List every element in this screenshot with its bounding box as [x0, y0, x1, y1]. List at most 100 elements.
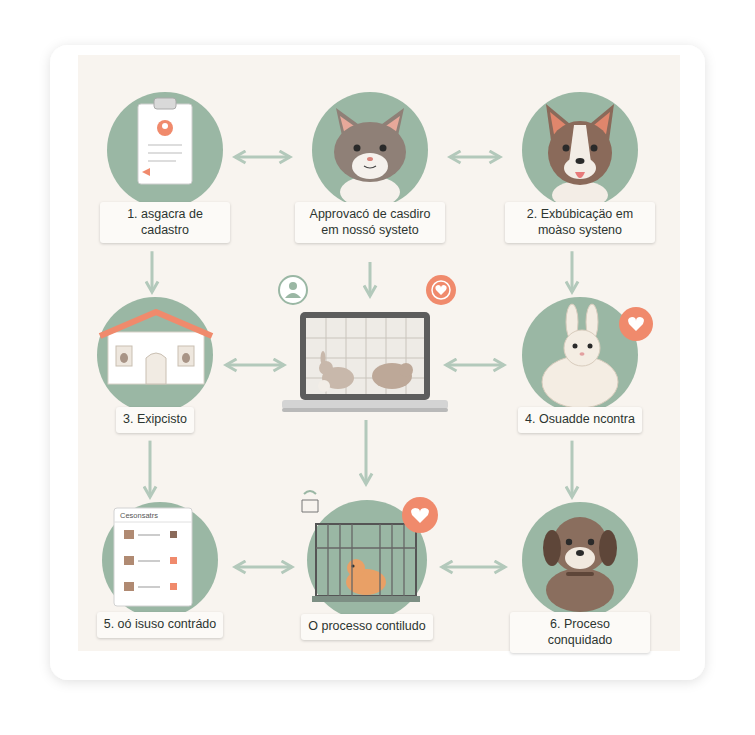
- dog-figure-part: [563, 145, 570, 152]
- step-label: 2. Exbúbicaçäo em moàso systeno: [512, 207, 648, 238]
- label-box: 3. Exipcisto: [116, 407, 194, 433]
- dog-figure-part: [576, 158, 585, 164]
- badges-part: [285, 293, 301, 298]
- dog-figure-part: [564, 157, 596, 179]
- rabbit-figure-part: [573, 344, 578, 349]
- laptop-figure-part: [306, 318, 424, 394]
- house-figure-part: [100, 312, 212, 336]
- card-part: [50, 45, 705, 680]
- step-label: 5. oó isuso contrádo: [104, 617, 217, 633]
- step-node: 6. Proceso conquidado: [510, 502, 650, 653]
- step-label: O processo contiludo: [308, 619, 425, 635]
- rabbit-figure-part: [564, 330, 600, 366]
- laptop-arrows-part: [365, 420, 368, 484]
- laptop-figure-part-part: [366, 318, 367, 394]
- document-figure-part: [170, 583, 177, 590]
- cage-figure-part-part: [327, 524, 328, 596]
- laptop-arrows-part: [226, 364, 284, 367]
- dog-figure-part: [548, 121, 612, 185]
- puppy-figure-part: [566, 539, 572, 545]
- flow-arrow: [571, 251, 574, 292]
- house-figure-part: [116, 346, 132, 366]
- step-node: 5. oó isuso contrádo: [90, 502, 230, 638]
- step-label: 4. Osuadde ncontra: [525, 412, 635, 428]
- dog-figure-part: [591, 145, 598, 152]
- step-node-part: [580, 92, 581, 202]
- flow-arrow: [450, 156, 500, 159]
- laptop-figure-part: [399, 363, 413, 377]
- document-figure-part: [170, 531, 177, 538]
- badges-part: [435, 285, 446, 295]
- laptop-figure-part: [318, 380, 330, 392]
- badges-part: [432, 281, 450, 299]
- label-box: 2. Exbúbicaçäo em moàso systeno: [505, 202, 655, 243]
- label-box: 1. asgacra de cadastro: [100, 202, 230, 243]
- clipboard-icon-part: [162, 123, 168, 129]
- rabbit-figure: [542, 304, 618, 408]
- flow-arrow: [235, 156, 290, 159]
- dog-figure-part: [575, 172, 585, 178]
- circles-part: [522, 92, 638, 208]
- circles-part: [522, 502, 638, 618]
- puppy-figure-part: [566, 572, 594, 576]
- step-label: 6. Proceso conquidado: [517, 617, 643, 648]
- document-figure-part: [124, 582, 134, 591]
- cage-figure-part-part: [379, 524, 380, 596]
- puppy-figure-part: [588, 539, 594, 545]
- step-node: 4. Osuadde ncontra: [510, 297, 650, 433]
- puppy-figure-part: [565, 547, 595, 569]
- label-box: O processo contiludo: [301, 614, 432, 640]
- cat-figure-part: [354, 145, 361, 152]
- step-node-part: [580, 502, 581, 612]
- circles-part: [107, 92, 223, 208]
- flow-arrow: [442, 566, 505, 569]
- flow-arrow: [571, 441, 574, 497]
- document-figure-part: [138, 560, 160, 562]
- cat-figure-part: [334, 122, 406, 182]
- label-box: 5. oó isuso contrádo: [97, 612, 224, 638]
- step-label: 1. asgacra de cadastro: [107, 207, 223, 238]
- clipboard-icon-part: [148, 160, 176, 162]
- clipboard-icon-part: [142, 168, 150, 176]
- clipboard-icon-part: [148, 152, 182, 154]
- laptop-figure-part: [306, 318, 424, 394]
- laptop-arrows: [226, 262, 504, 484]
- rabbit-figure-part: [588, 344, 593, 349]
- document-figure-part: [170, 557, 177, 564]
- label-box: 6. Proceso conquidado: [510, 612, 650, 653]
- cat-figure-part: [364, 166, 376, 168]
- dog-figure: [546, 104, 614, 209]
- document-figure-part: [114, 522, 192, 523]
- house-figure: [100, 312, 212, 384]
- puppy-figure-part: [546, 568, 614, 612]
- step-node: Approvacó de casdiro em nossó systeto: [295, 92, 445, 243]
- step-node-part: [370, 92, 371, 202]
- laptop-figure-part: [282, 408, 448, 412]
- laptop-arrows-part: [369, 262, 372, 296]
- step-node: O processo contiludo: [297, 500, 437, 640]
- house-figure-part: [108, 332, 204, 384]
- document-heading: Cesonsatrs: [120, 511, 158, 520]
- step-node: 2. Exbúbicaçäo em moàso systeno: [505, 92, 655, 243]
- step-node-part: [165, 92, 166, 202]
- house-figure-part: [146, 353, 166, 384]
- puppy-figure: [543, 517, 617, 612]
- badges-part: [279, 276, 307, 304]
- puppy-figure-part: [599, 530, 617, 566]
- rabbit-figure-part: [580, 352, 585, 356]
- laptop-figure-part: [319, 361, 333, 375]
- cage-figure-part: [316, 524, 416, 596]
- laptop-figure-part: [372, 363, 412, 389]
- circles-part: [522, 297, 638, 413]
- cage-figure: [302, 491, 420, 602]
- cage-figure-part-part: [316, 547, 416, 548]
- cage-figure-part: [347, 559, 365, 577]
- step-node-part: [155, 297, 156, 407]
- step-label: Approvacó de casdiro em nossó systeto: [302, 207, 438, 238]
- cat-figure-part: [367, 157, 373, 161]
- label-box: Approvacó de casdiro em nossó systeto: [295, 202, 445, 243]
- house-figure-part: [120, 353, 128, 363]
- laptop-figure: [282, 312, 448, 412]
- laptop-figure-part: [321, 351, 326, 365]
